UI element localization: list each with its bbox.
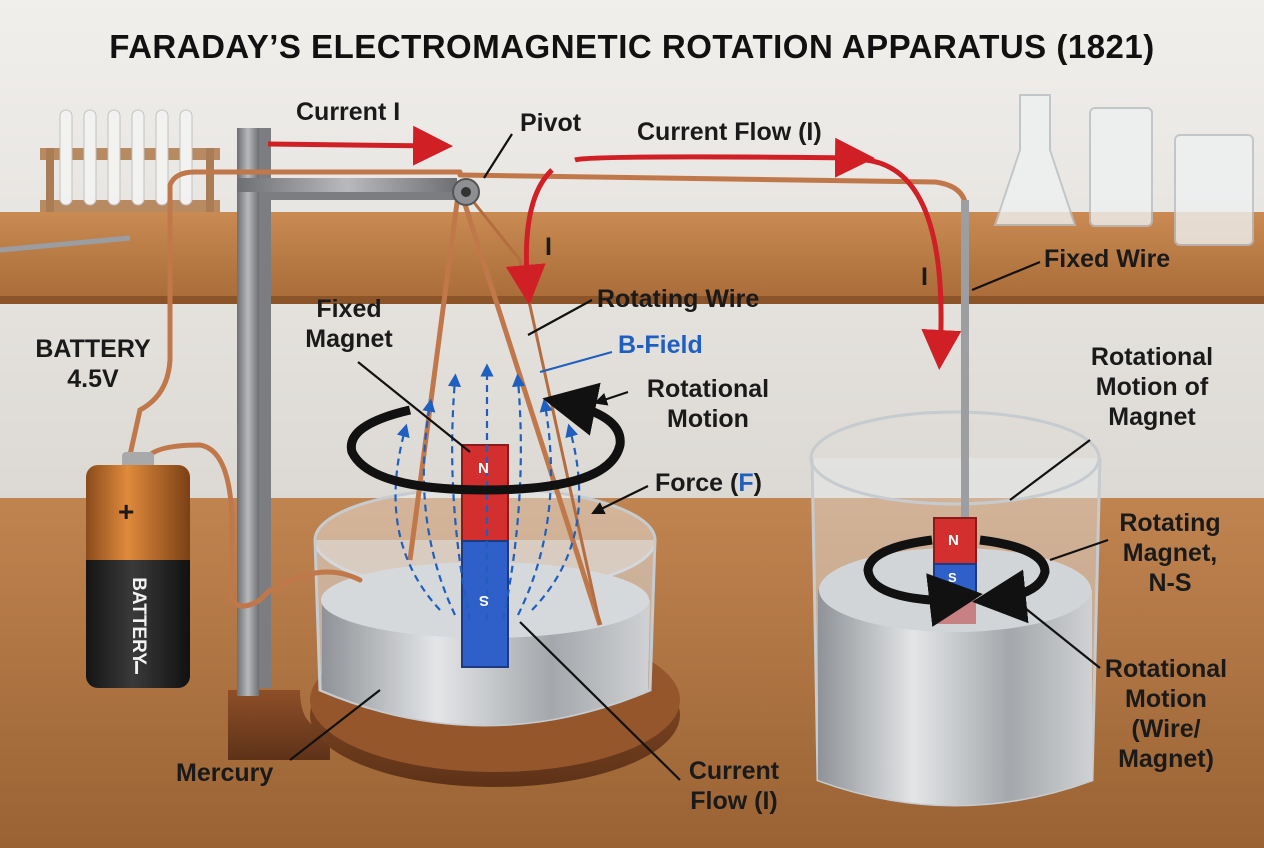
battery — [86, 452, 190, 688]
scissors-icon — [0, 235, 131, 253]
label-rmw-line3: (Wire/ — [1131, 715, 1201, 743]
label-i-right: I — [921, 263, 928, 291]
label-mercury: Mercury — [176, 759, 274, 787]
label-rotational-motion: Rotational Motion — [633, 374, 783, 434]
label-force: Force (F) — [655, 468, 762, 498]
label-cfb-line2: Flow (I) — [690, 787, 778, 815]
label-rmm-line2: Motion of — [1095, 373, 1209, 401]
label-pivot: Pivot — [520, 109, 582, 137]
left-magnet — [461, 444, 509, 668]
current-arrow-down-left — [505, 168, 554, 305]
leader-lines — [289, 133, 1109, 781]
rotating-wire-assembly — [407, 178, 603, 626]
current-arrows — [267, 125, 962, 370]
label-force-suffix: ) — [753, 469, 762, 497]
label-battery-line2: 4.5V — [67, 365, 119, 393]
current-arrow-top-left — [267, 125, 453, 166]
shelf-edge — [0, 296, 1264, 304]
label-fixed-magnet-line2: Magnet — [305, 325, 393, 353]
label-current-flow-top: Current Flow (I) — [637, 118, 822, 146]
label-rotating-magnet: Rotating Magnet, N-S — [1104, 508, 1236, 598]
metal-stand — [228, 128, 459, 760]
label-i-left: I — [545, 233, 552, 261]
battery-plus: + — [118, 496, 135, 527]
label-fixed-magnet: Fixed Magnet — [293, 294, 405, 354]
label-fixed-magnet-line1: Fixed — [316, 295, 382, 323]
label-rm-line3: N-S — [1148, 569, 1192, 597]
label-rm-line1: Rotating — [1119, 509, 1221, 537]
left-magnet-south: S — [479, 592, 490, 609]
label-rmm-line3: Magnet — [1108, 403, 1196, 431]
label-rmw-line1: Rotational — [1104, 655, 1228, 683]
label-b-field: B-Field — [618, 331, 703, 359]
label-battery: BATTERY 4.5V — [24, 334, 162, 394]
label-rotational-motion-line2: Motion — [667, 405, 749, 433]
label-current-flow-bottom: Current Flow (I) — [672, 756, 796, 816]
label-cfb-line1: Current — [688, 757, 780, 785]
left-rotation-arrow — [346, 382, 625, 495]
rotation-arrows — [346, 382, 1050, 627]
right-rotation-arrow-2 — [972, 535, 1050, 624]
label-rmm-line1: Rotational — [1090, 343, 1214, 371]
right-magnet-north: N — [948, 532, 959, 549]
label-rm-line2: Magnet, — [1122, 539, 1218, 567]
background-glassware — [993, 94, 1254, 246]
label-rmw-line2: Motion — [1125, 685, 1207, 713]
back-shelf — [0, 212, 1264, 304]
right-rotation-arrow — [863, 535, 983, 627]
label-force-symbol: F — [738, 469, 754, 497]
label-force-prefix: Force ( — [655, 469, 739, 497]
test-tube-rack — [40, 109, 220, 212]
label-rotational-motion-wire-magnet: Rotational Motion (Wire/ Magnet) — [1088, 654, 1244, 774]
battery-minus: − — [122, 659, 153, 676]
battery-body-text: BATTERY — [128, 577, 149, 665]
page-title: FARADAY’S ELECTROMAGNETIC ROTATION APPAR… — [109, 28, 1155, 65]
label-battery-line1: BATTERY — [35, 335, 151, 363]
right-magnet-south: S — [948, 570, 957, 585]
label-rotational-motion-line1: Rotational — [646, 375, 770, 403]
fixed-wire — [961, 200, 969, 518]
label-rmw-line4: Magnet) — [1118, 745, 1214, 773]
label-rotating-wire: Rotating Wire — [597, 285, 760, 313]
current-arrow-top-right — [574, 137, 875, 178]
b-field-lines — [394, 363, 581, 621]
label-fixed-wire: Fixed Wire — [1044, 245, 1171, 273]
left-magnet-north: N — [478, 460, 489, 477]
label-rotational-motion-of-magnet: Rotational Motion of Magnet — [1072, 342, 1232, 432]
current-arrow-down-right — [865, 157, 962, 370]
label-current-i: Current I — [296, 98, 401, 126]
